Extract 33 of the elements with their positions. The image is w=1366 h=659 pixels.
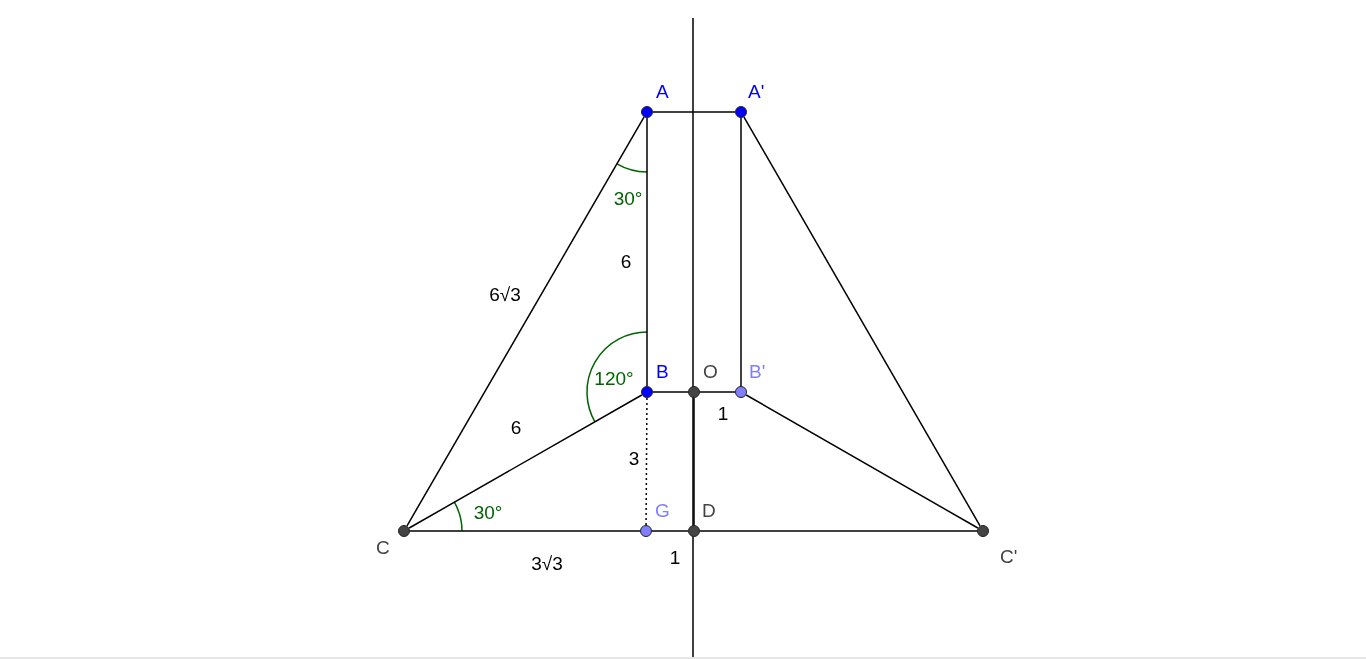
line-segment xyxy=(743,116,981,527)
line-segment xyxy=(406,116,645,527)
dotted-segment xyxy=(645,397,648,526)
point-label: C' xyxy=(1000,547,1018,566)
point-label: G xyxy=(655,501,670,520)
line-segment xyxy=(646,117,648,387)
point-label: B' xyxy=(749,362,766,381)
point-label: B xyxy=(656,362,669,381)
angle-label: 120° xyxy=(594,368,634,388)
point-label: C xyxy=(376,538,390,557)
length-label: 3 xyxy=(628,448,640,468)
length-label: 1 xyxy=(717,403,729,423)
length-label: 6 xyxy=(620,251,632,271)
length-label: 1 xyxy=(669,547,681,567)
point-label: O xyxy=(703,362,718,381)
line-segment xyxy=(651,530,689,532)
line-segment xyxy=(652,391,689,393)
length-label: 3√3 xyxy=(531,553,563,573)
line-segment xyxy=(652,111,736,113)
line-segment xyxy=(699,391,736,393)
point-label: A' xyxy=(748,82,765,101)
length-label: 6 xyxy=(510,417,522,437)
line-segment xyxy=(409,530,641,532)
point-label: D xyxy=(702,501,716,520)
line-segment xyxy=(693,397,695,526)
angle-label: 30° xyxy=(613,188,643,208)
length-label: 6√3 xyxy=(489,284,521,304)
line-segment xyxy=(740,117,742,387)
angle-label: 30° xyxy=(473,502,503,522)
line-segment xyxy=(699,530,978,532)
line-segment xyxy=(408,394,643,529)
line-segment xyxy=(745,394,979,529)
point-label: A xyxy=(656,82,669,101)
